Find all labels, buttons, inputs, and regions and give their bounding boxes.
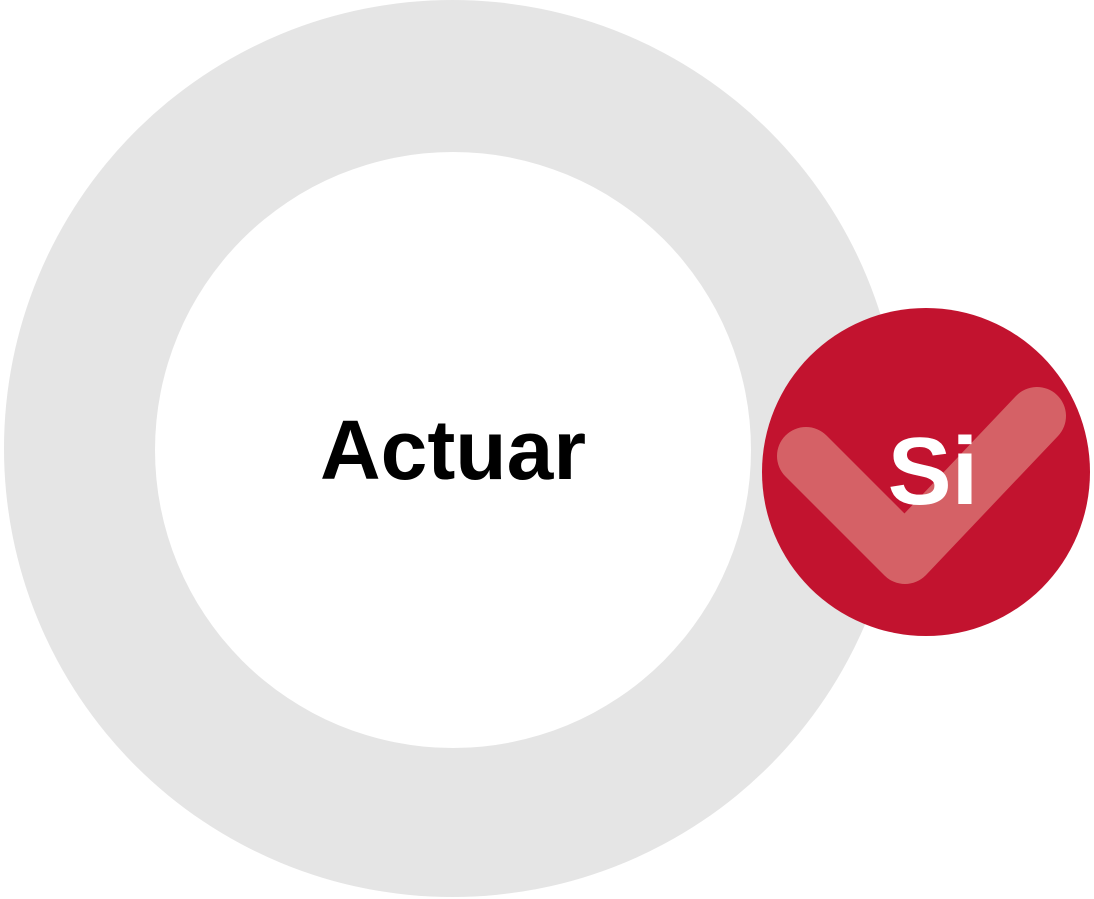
yes-badge: Si: [762, 308, 1090, 636]
center-label: Actuar: [319, 402, 587, 497]
badge-label: Si: [887, 418, 979, 525]
center-circle: [155, 152, 751, 748]
checkmark-icon: [777, 387, 1066, 584]
badge-circle: [762, 308, 1090, 636]
badge-graphic: [762, 308, 1090, 636]
